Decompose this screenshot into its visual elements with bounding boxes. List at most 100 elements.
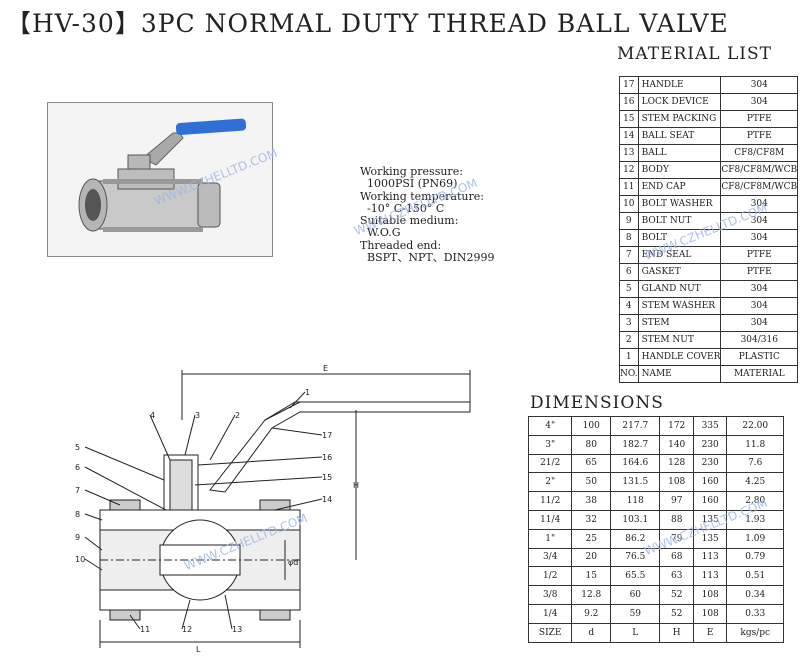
material-cell: 17	[619, 76, 639, 94]
part-label: 1	[305, 388, 310, 397]
part-label: 9	[75, 533, 80, 542]
part-label: 6	[75, 463, 80, 472]
leader-line	[129, 614, 141, 630]
dimension-cell: 1/2	[527, 566, 573, 587]
dimension-cell: 3"	[527, 434, 573, 455]
dimension-cell: 4"	[527, 416, 573, 436]
leader-line	[84, 489, 121, 506]
dimension-cell: SIZE	[527, 622, 573, 643]
material-cell: HANDLE COVER	[637, 348, 722, 366]
material-cell: 6	[619, 263, 639, 281]
part-label: 8	[75, 510, 80, 519]
material-cell: 304	[720, 76, 799, 94]
leader-line	[271, 427, 323, 436]
leader-line	[289, 391, 306, 409]
part-label: 11	[140, 625, 150, 634]
part-label: 17	[322, 431, 332, 440]
leader-line	[224, 594, 233, 630]
spec-text: Working pressure: 1000PSI (PN69)Working …	[360, 165, 495, 265]
leader-line	[84, 513, 103, 521]
leader-line	[84, 558, 103, 571]
dimension-cell: 11.8	[726, 434, 784, 455]
dimension-cell: 128	[659, 453, 694, 474]
dimension-cell: 1.09	[726, 528, 784, 549]
material-cell: CF8/CF8M/WCB	[720, 161, 799, 179]
spec-line: W.O.G	[360, 226, 401, 240]
dimension-cell: 1/4	[527, 603, 573, 624]
dimension-cell: 59	[610, 603, 661, 624]
dimension-cell: 22.00	[726, 416, 784, 436]
material-cell: HANDLE	[637, 76, 722, 94]
dim-label-d: φd	[288, 558, 298, 567]
dimension-cell: 0.34	[726, 585, 784, 605]
dimension-cell: 15	[571, 566, 612, 587]
material-cell: 304	[720, 229, 799, 247]
material-cell: STEM PACKING	[637, 110, 722, 128]
material-cell: NAME	[637, 365, 722, 383]
dim-label-H: H	[353, 481, 359, 490]
material-cell: 304	[720, 93, 799, 111]
dimension-cell: 335	[692, 416, 728, 436]
material-cell: 15	[619, 110, 639, 128]
material-cell: 10	[619, 195, 639, 213]
spec-line: BSPT、NPT、DIN2999	[360, 251, 495, 265]
material-cell: 1	[619, 348, 639, 366]
dimension-cell: 113	[692, 547, 728, 568]
material-cell: 5	[619, 280, 639, 298]
material-cell: PTFE	[720, 127, 799, 145]
leader-line	[84, 446, 165, 481]
part-label: 15	[322, 473, 332, 482]
material-cell: 8	[619, 229, 639, 247]
dimension-cell: 32	[571, 509, 612, 530]
dimension-cell: 25	[571, 528, 612, 549]
dimension-cell: 160	[692, 491, 728, 511]
material-cell: 11	[619, 178, 639, 196]
spec-line: -10° C-150° C	[360, 201, 445, 215]
dimension-cell: 160	[692, 472, 728, 493]
material-cell: MATERIAL	[720, 365, 799, 383]
material-cell: 304/316	[720, 331, 799, 349]
product-photo	[47, 102, 273, 257]
spec-line: Working temperature:	[360, 189, 484, 203]
material-cell: 3	[619, 314, 639, 332]
dimension-cell: 65	[571, 453, 612, 474]
dimension-cell: 4.25	[726, 472, 784, 493]
dimension-cell: 0.51	[726, 566, 784, 587]
dimension-cell: 118	[610, 491, 661, 511]
part-label: 7	[75, 486, 80, 495]
material-cell: 16	[619, 93, 639, 111]
dimension-cell: 108	[692, 603, 728, 624]
material-cell: 304	[720, 297, 799, 315]
dimension-cell: d	[571, 622, 612, 643]
dimension-cell: 20	[571, 547, 612, 568]
part-label: 12	[182, 625, 192, 634]
dimension-cell: 11/4	[527, 509, 573, 530]
material-cell: 13	[619, 144, 639, 162]
material-cell: BALL	[637, 144, 722, 162]
dimension-cell: 131.5	[610, 472, 661, 493]
dim-label-E: E	[323, 364, 328, 373]
material-cell: CF8/CF8M/WCB	[720, 178, 799, 196]
dim-label-L: L	[196, 645, 201, 654]
dimension-cell: 172	[659, 416, 694, 436]
material-cell: PTFE	[720, 246, 799, 264]
leader-line	[184, 414, 196, 456]
